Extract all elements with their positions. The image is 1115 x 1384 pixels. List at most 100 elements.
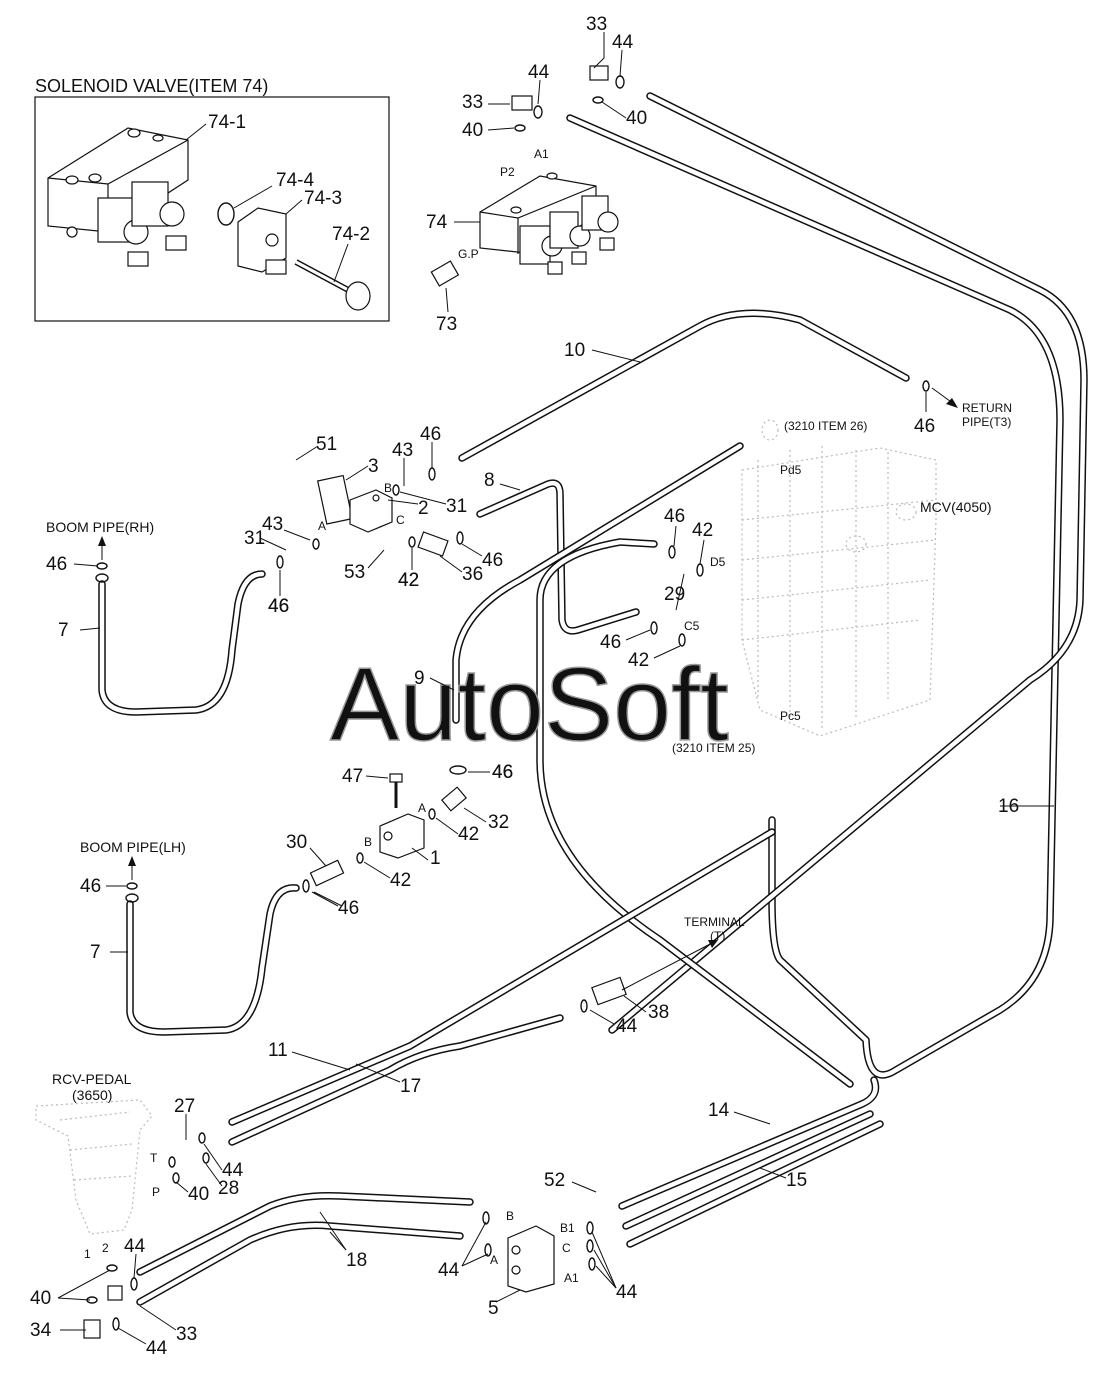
blocks [83, 474, 627, 1339]
inset-title: SOLENOID VALVE(ITEM 74) [35, 76, 268, 96]
part-number-42: 42 [398, 570, 419, 591]
part-number-17: 17 [400, 1076, 421, 1097]
part-number-73: 73 [436, 314, 457, 335]
part-number-44: 44 [124, 1236, 146, 1257]
arrows [98, 387, 958, 991]
solenoid-block [47, 127, 189, 233]
part-number-43: 43 [262, 514, 283, 535]
part-number-33: 33 [586, 14, 607, 35]
part-number-74-1: 74-1 [208, 112, 246, 133]
part-number-11: 11 [268, 1040, 288, 1061]
part-number-10: 10 [564, 340, 585, 361]
port-label: 1 [84, 1247, 91, 1261]
label-terminal-line1: TERMINAL [684, 915, 745, 929]
label-return-line2: PIPE(T3) [962, 415, 1011, 429]
solenoid-valve-74 [430, 65, 619, 287]
part-number-44: 44 [146, 1338, 168, 1359]
part-number-46: 46 [914, 416, 935, 437]
part-number-44: 44 [616, 1282, 638, 1303]
part-number-40: 40 [626, 108, 647, 129]
part-number-42: 42 [458, 824, 479, 845]
part-number-46: 46 [664, 506, 685, 527]
part-number-40: 40 [462, 120, 483, 141]
solenoid-valve-inset: SOLENOID VALVE(ITEM 74) 74-1 74-4 74-3 [34, 76, 390, 322]
part-number-15: 15 [786, 1170, 807, 1191]
port-label: C [562, 1241, 571, 1255]
part-number-5: 5 [488, 1298, 499, 1319]
part-number-46: 46 [338, 898, 359, 919]
part-number-44: 44 [438, 1260, 460, 1281]
rcv-pedal-ghost [35, 1099, 153, 1235]
leader-lines [57, 32, 1054, 1345]
part-number-46: 46 [268, 596, 289, 617]
port-label: C [396, 513, 405, 527]
port-label: A [418, 801, 426, 815]
part-number-42: 42 [628, 650, 649, 671]
part-number-46: 46 [482, 550, 503, 571]
part-number-31: 31 [244, 528, 265, 549]
part-number-33: 33 [462, 92, 483, 113]
part-number-42: 42 [692, 520, 713, 541]
assembly-labels: BOOM PIPE(RH) BOOM PIPE(LH) RETURN PIPE(… [46, 401, 1012, 1103]
part-number-74: 74 [426, 212, 448, 233]
port-labels: P2 A1 G.P A B C Pd5 D5 C5 Pc5 A B T P 1 … [84, 147, 802, 1285]
port-label: D5 [710, 555, 726, 569]
port-label: P2 [500, 165, 515, 179]
part-number-44: 44 [222, 1160, 244, 1181]
part-numbers: 33 44 44 33 40 40 74 73 10 46 51 3 43 46… [30, 14, 1019, 1359]
part-number-28: 28 [218, 1178, 239, 1199]
watermark: AutoSoft [330, 647, 729, 763]
label-rcv-line2: (3650) [72, 1087, 112, 1103]
part-number-14: 14 [708, 1100, 730, 1121]
port-label: A1 [564, 1271, 579, 1285]
part-number-46: 46 [420, 424, 441, 445]
part-number-36: 36 [462, 564, 483, 585]
port-label: A1 [534, 147, 549, 161]
part-number-53: 53 [344, 562, 365, 583]
part-number-29: 29 [664, 584, 685, 605]
port-label: 2 [102, 1241, 109, 1255]
part-number-1: 1 [430, 848, 441, 869]
port-label: B [364, 835, 372, 849]
label-boom-pipe-rh: BOOM PIPE(RH) [46, 519, 154, 535]
part-number-9: 9 [414, 668, 425, 689]
part-number-44: 44 [612, 32, 634, 53]
label-mcv: MCV(4050) [920, 499, 992, 515]
part-number-8: 8 [484, 470, 495, 491]
port-label: B [384, 481, 392, 495]
label-item25: (3210 ITEM 25) [672, 741, 755, 755]
port-label: P [152, 1185, 160, 1199]
port-label: T [150, 1151, 158, 1165]
part-number-47: 47 [342, 766, 363, 787]
part-number-7: 7 [58, 620, 69, 641]
part-number-16: 16 [998, 796, 1019, 817]
label-rcv-line1: RCV-PEDAL [52, 1071, 132, 1087]
part-number-46: 46 [492, 762, 513, 783]
mcv-ghost [741, 419, 937, 737]
part-number-46: 46 [46, 554, 67, 575]
part-number-42: 42 [398, 570, 419, 591]
part-number-46: 46 [80, 876, 101, 897]
port-label: Pc5 [780, 709, 801, 723]
port-label: B1 [560, 1221, 575, 1235]
part-number-18: 18 [346, 1250, 367, 1271]
part-number-74-4: 74-4 [276, 170, 314, 191]
label-return-line1: RETURN [962, 401, 1012, 415]
label-terminal-line2: (T) [710, 929, 725, 943]
part-number-52: 52 [544, 1170, 565, 1191]
part-number-40: 40 [30, 1288, 51, 1309]
part-number-46: 46 [268, 596, 289, 617]
part-number-44: 44 [528, 62, 550, 83]
inset-frame [34, 96, 390, 322]
part-number-74-3: 74-3 [304, 188, 342, 209]
port-label: A [490, 1253, 498, 1267]
label-item26: (3210 ITEM 26) [784, 419, 867, 433]
o-rings [86, 75, 930, 1331]
part-number-30: 30 [286, 832, 307, 853]
part-number-51: 51 [316, 434, 337, 455]
port-label: G.P [458, 247, 479, 261]
part-number-42: 42 [390, 870, 411, 891]
label-boom-pipe-lh: BOOM PIPE(LH) [80, 839, 186, 855]
part-number-74-2: 74-2 [332, 224, 370, 245]
